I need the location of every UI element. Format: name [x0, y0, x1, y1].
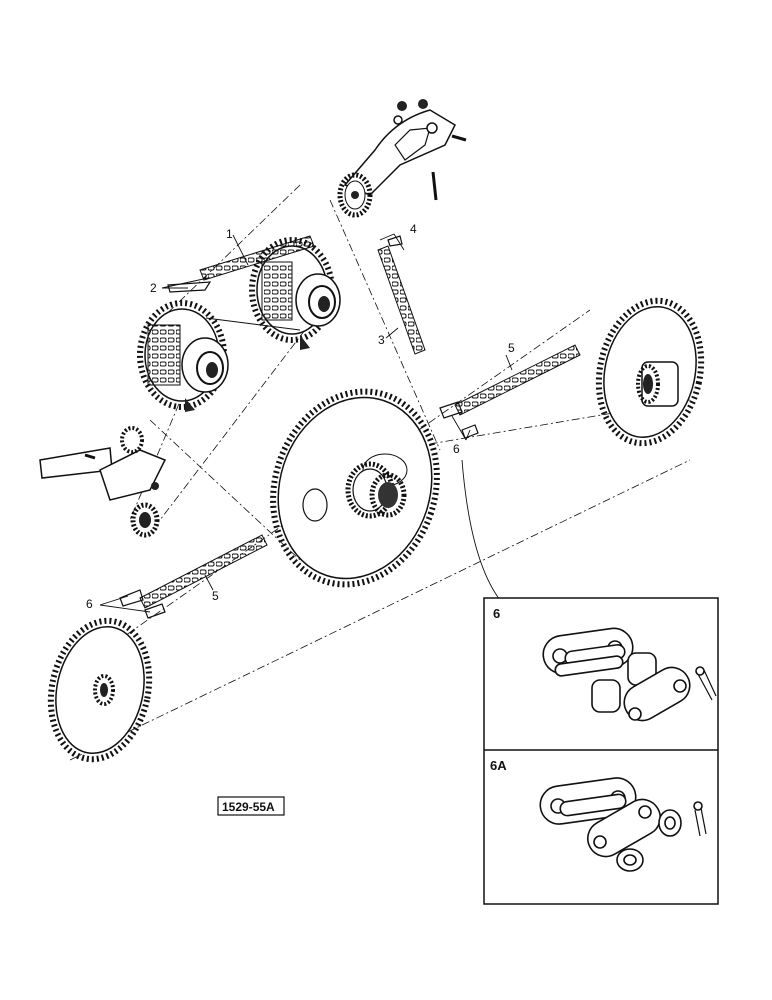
- connecting-link-drawing: [542, 627, 717, 722]
- offset-link-drawing: [539, 777, 707, 872]
- connecting-link-parts: [119, 235, 479, 619]
- callout-5-upper: 5: [508, 341, 515, 355]
- leader-lines: [99, 233, 513, 613]
- right-large-sprocket: [595, 297, 705, 447]
- figure-id-text: 1529-55A: [222, 800, 275, 814]
- callout-4: 4: [410, 222, 417, 236]
- left-lower-sprocket: [47, 617, 153, 763]
- callout-2: 2: [150, 281, 157, 295]
- left-shaft-bracket: [39, 426, 167, 538]
- connecting-link-inset: 6 6A: [483, 597, 719, 905]
- callout-6-center: 6: [453, 442, 460, 456]
- callout-5-lower: 5: [212, 589, 219, 603]
- hub-sprocket-cluster: [345, 461, 407, 519]
- inset-label-6a: 6A: [490, 758, 507, 773]
- chain-item-1: [199, 235, 315, 281]
- callout-3: 3: [378, 333, 385, 347]
- chain-item-3: [377, 245, 426, 355]
- callout-1: 1: [226, 227, 233, 241]
- idler-bracket-arm: [337, 99, 467, 218]
- figure-id-box: 1529-55A: [217, 796, 285, 816]
- chain-item-5-upper: [454, 344, 581, 416]
- inset-label-6: 6: [493, 606, 500, 621]
- roller-chains: [139, 235, 581, 609]
- lower-clutch-sprocket: [137, 300, 229, 412]
- callout-6-left: 6: [86, 597, 93, 611]
- upper-clutch-sprocket: [249, 237, 341, 350]
- chain-item-5-lower: [139, 534, 268, 609]
